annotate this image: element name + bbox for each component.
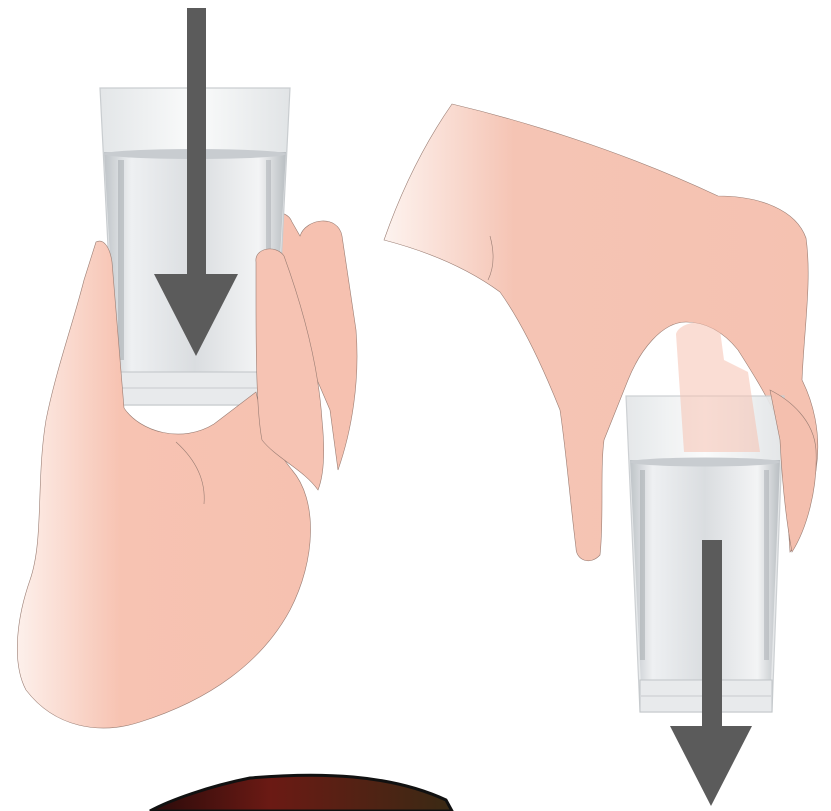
left-panel [17,8,357,728]
right-panel [384,104,818,806]
dark-object [150,775,452,811]
